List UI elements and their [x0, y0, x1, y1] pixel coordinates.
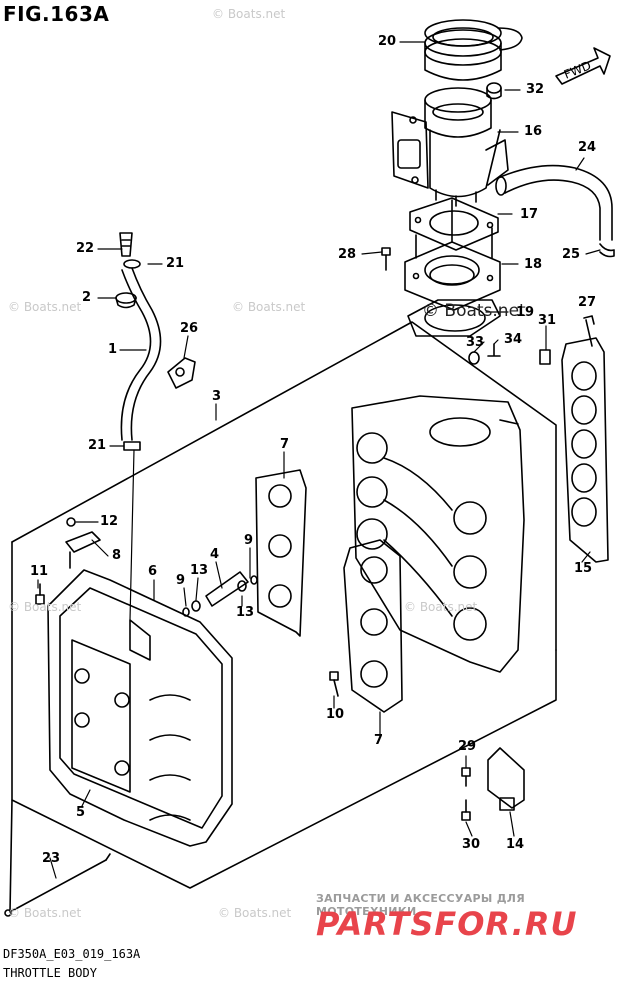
callout-11: 11 [30, 564, 49, 579]
intake-manifold-cover [47, 569, 233, 847]
watermark: © Boats.net [218, 906, 292, 920]
callout-26: 26 [180, 321, 199, 336]
callout-18: 18 [524, 257, 543, 272]
hose-bracket [167, 357, 196, 389]
pressure-sensor [65, 517, 101, 569]
watermark: © Boats.net [212, 7, 286, 21]
watermark-overlay: © Boats.net [422, 301, 526, 321]
brand-logo: PARTSFOR.RU [316, 905, 578, 943]
callout-21-lower: 21 [88, 438, 107, 453]
callout-33: 33 [466, 335, 485, 350]
callout-28: 28 [338, 247, 357, 262]
long-bolt [4, 853, 111, 917]
watermark: © Boats.net [8, 600, 82, 614]
watermark: © Boats.net [8, 906, 82, 920]
manifold-gasket-left [255, 469, 307, 637]
callout-22: 22 [76, 241, 95, 256]
figure-title: FIG.163A [3, 2, 110, 26]
watermark: © Boats.net [232, 300, 306, 314]
intake-manifold [351, 395, 525, 673]
callout-20: 20 [378, 34, 397, 49]
callout-10: 10 [326, 707, 345, 722]
callout-34: 34 [504, 332, 523, 347]
callout-19: 19 [516, 305, 535, 320]
callout-31: 31 [538, 313, 557, 328]
leader-lines [37, 41, 601, 879]
watermark: © Boats.net [8, 300, 82, 314]
callout-15: 15 [574, 561, 593, 576]
vacuum-hose [120, 267, 162, 441]
breather-hose [495, 164, 613, 241]
callout-9-lower: 9 [176, 573, 186, 588]
callout-4: 4 [210, 547, 220, 562]
clamp-ring [486, 82, 502, 100]
bolt-10 [329, 671, 339, 697]
throttle-body [391, 87, 509, 207]
hose-clip-lower [123, 441, 141, 451]
callout-7-lower: 7 [374, 733, 384, 748]
bolt-28 [381, 247, 391, 271]
callout-14: 14 [506, 837, 525, 852]
callout-5: 5 [76, 805, 86, 820]
fwd-label: FWD [562, 58, 593, 81]
side-gasket [561, 315, 609, 563]
watermark: © Boats.net [404, 600, 478, 614]
callout-8: 8 [112, 548, 122, 563]
throttle-gasket [409, 197, 499, 251]
callout-9: 9 [244, 533, 254, 548]
callout-6: 6 [148, 564, 158, 579]
callout-17: 17 [520, 207, 539, 222]
callout-3: 3 [212, 389, 222, 404]
bracket-14 [461, 747, 525, 821]
forward-arrow: FWD [555, 47, 611, 85]
connector-pipe [182, 571, 258, 617]
callout-1: 1 [108, 342, 118, 357]
hose-fitting [119, 232, 141, 269]
intake-sleeve [424, 19, 523, 81]
callout-27: 27 [578, 295, 597, 310]
o-ring-gasket [407, 299, 501, 337]
hose-clip [599, 243, 615, 258]
callout-29: 29 [458, 739, 477, 754]
assembly-frame [9, 321, 557, 913]
callout-30: 30 [462, 837, 481, 852]
callout-16: 16 [524, 124, 543, 139]
manifold-gasket-center [343, 539, 403, 713]
callout-2: 2 [82, 290, 92, 305]
brand-tagline: ЗАПЧАСТИ И АКСЕССУАРЫ ДЛЯ МОТОТЕХНИКИ [316, 892, 526, 918]
callout-32: 32 [526, 82, 545, 97]
callout-21: 21 [166, 256, 185, 271]
callout-7: 7 [280, 437, 290, 452]
callout-13-lower: 13 [236, 605, 255, 620]
bolt-11 [35, 583, 45, 605]
figure-name: THROTTLE BODY [3, 966, 97, 980]
callout-13: 13 [190, 563, 209, 578]
callout-25: 25 [562, 247, 581, 262]
dowel-sleeve [539, 349, 551, 365]
figure-code: DF350A_E03_019_163A [3, 947, 141, 961]
callout-24: 24 [578, 140, 597, 155]
callout-23: 23 [42, 851, 61, 866]
callout-12: 12 [100, 514, 119, 529]
throttle-adapter [404, 199, 501, 311]
